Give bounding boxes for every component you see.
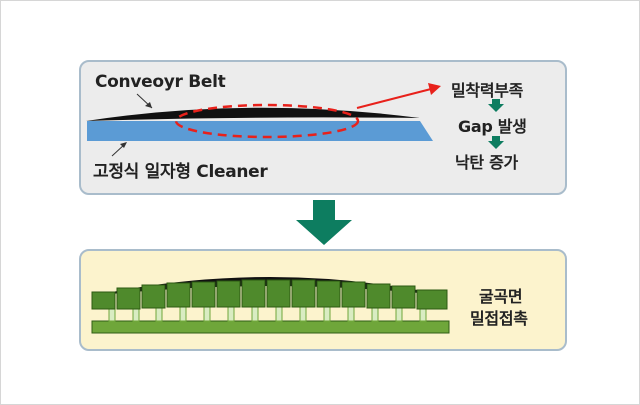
support-post [108,307,116,322]
cleaner-segment [341,281,366,308]
cleaner-segment [416,289,448,310]
cleaner-base-bar [91,320,450,334]
red-callout-arrow-head [428,83,441,95]
gap-highlight-ellipse [174,103,360,139]
conveyor-belt-label: Conveoyr Belt [95,72,226,92]
red-callout-arrow [356,88,432,109]
fixed-cleaner-label: 고정식 일자형 Cleaner [93,162,268,182]
cleaner-segment [91,291,116,310]
cleaner-segment [166,282,191,308]
cleaner-segment [291,279,316,308]
cleaner-segment [216,280,241,308]
support-post [395,306,403,322]
result-close-contact: 밀접접촉 [470,309,528,328]
support-post [227,306,235,322]
cleaner-segment [316,280,341,308]
effect-arrow-2 [488,136,504,149]
effect-arrow-1 [488,99,504,112]
effect-spillage-increase: 낙탄 증가 [455,153,518,172]
support-post [251,306,259,322]
effect-gap-occurrence: Gap 발생 [458,117,527,136]
support-post [347,306,355,322]
cleaner-segment [366,283,391,309]
cleaner-segment [266,279,291,308]
cleaner-segment [241,279,266,308]
support-post [419,307,427,322]
cleaner-segment [116,287,141,310]
support-post [132,307,140,322]
support-post [299,306,307,322]
support-post [179,306,187,322]
fixed-straight-cleaner [87,121,433,141]
effect-insufficient-adhesion: 밀착력부족 [451,81,524,100]
support-post [155,306,163,322]
belt-label-pointer-head [145,102,152,108]
cleaner-segment [141,284,166,309]
support-post [371,306,379,322]
cleaner-segment [391,285,416,309]
support-post [323,306,331,322]
cleaner-label-pointer-head [120,142,127,148]
cleaner-segment [191,281,216,308]
support-post [203,306,211,322]
support-post [275,306,283,322]
transition-down-arrow [296,200,352,245]
result-curved-surface: 굴곡면 [479,287,523,306]
